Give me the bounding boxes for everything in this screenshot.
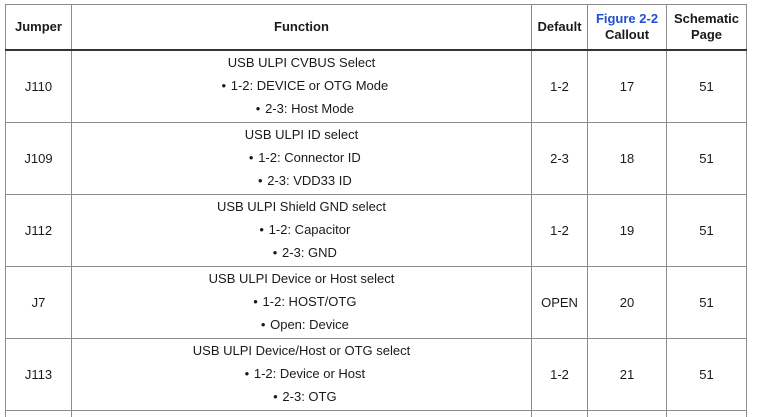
function-cell: USB ULPI Device/Host or OTG select •1-2:… — [72, 339, 532, 411]
option-text: 2-3: VDD33 ID — [267, 173, 352, 188]
jumper-cell: J110 — [6, 50, 72, 123]
header-schematic-line1: Schematic — [674, 11, 739, 26]
option-text: Open: Device — [270, 317, 349, 332]
page-cell: 51 — [667, 195, 747, 267]
callout-cell: 17 — [588, 50, 667, 123]
callout-cell: 18 — [588, 123, 667, 195]
empty-cell — [532, 411, 588, 417]
default-cell: 1-2 — [532, 50, 588, 123]
header-callout-label: Callout — [605, 27, 649, 42]
option-list: •1-2: Connector ID •2-3: VDD33 ID — [72, 149, 531, 194]
function-cell: USB ULPI ID select •1-2: Connector ID •2… — [72, 123, 532, 195]
header-callout: Figure 2-2 Callout — [588, 5, 667, 51]
table-row: J112 USB ULPI Shield GND select •1-2: Ca… — [6, 195, 747, 267]
header-row: Jumper Function Default Figure 2-2 Callo… — [6, 5, 747, 51]
list-item: •2-3: Host Mode — [72, 100, 531, 123]
jumper-cell: J109 — [6, 123, 72, 195]
table-row: J7 USB ULPI Device or Host select •1-2: … — [6, 267, 747, 339]
header-schematic: Schematic Page — [667, 5, 747, 51]
default-cell: 1-2 — [532, 339, 588, 411]
table-row-partial — [6, 411, 747, 417]
page-cell: 51 — [667, 123, 747, 195]
list-item: •1-2: HOST/OTG — [72, 293, 531, 316]
header-jumper: Jumper — [6, 5, 72, 51]
empty-cell — [667, 411, 747, 417]
table-row: J113 USB ULPI Device/Host or OTG select … — [6, 339, 747, 411]
empty-cell — [6, 411, 72, 417]
option-text: 2-3: Host Mode — [265, 101, 354, 116]
callout-cell: 20 — [588, 267, 667, 339]
jumper-cell: J112 — [6, 195, 72, 267]
jumper-cell: J7 — [6, 267, 72, 339]
option-text: 1-2: Connector ID — [258, 150, 361, 165]
page-cell: 51 — [667, 50, 747, 123]
function-title: USB ULPI Shield GND select — [72, 199, 531, 221]
default-cell: 2-3 — [532, 123, 588, 195]
function-cell: USB ULPI Shield GND select •1-2: Capacit… — [72, 195, 532, 267]
option-text: 2-3: OTG — [282, 389, 336, 404]
option-text: 1-2: Device or Host — [254, 366, 365, 381]
list-item: •2-3: OTG — [72, 388, 531, 411]
option-list: •1-2: Capacitor •2-3: GND — [72, 221, 531, 266]
empty-cell — [588, 411, 667, 417]
list-item: •1-2: DEVICE or OTG Mode — [72, 77, 531, 100]
jumper-table: Jumper Function Default Figure 2-2 Callo… — [5, 4, 747, 417]
empty-cell — [72, 411, 532, 417]
page-cell: 51 — [667, 339, 747, 411]
figure-link[interactable]: Figure 2-2 — [596, 11, 658, 26]
table-row: J109 USB ULPI ID select •1-2: Connector … — [6, 123, 747, 195]
list-item: •1-2: Capacitor — [72, 221, 531, 244]
table-row: J110 USB ULPI CVBUS Select •1-2: DEVICE … — [6, 50, 747, 123]
function-title: USB ULPI Device or Host select — [72, 271, 531, 293]
header-schematic-line2: Page — [691, 27, 722, 42]
header-function: Function — [72, 5, 532, 51]
function-cell: USB ULPI CVBUS Select •1-2: DEVICE or OT… — [72, 50, 532, 123]
option-text: 2-3: GND — [282, 245, 337, 260]
callout-cell: 21 — [588, 339, 667, 411]
option-list: •1-2: DEVICE or OTG Mode •2-3: Host Mode — [72, 77, 531, 122]
list-item: •1-2: Connector ID — [72, 149, 531, 172]
list-item: •2-3: VDD33 ID — [72, 172, 531, 195]
page-cell: 51 — [667, 267, 747, 339]
option-text: 1-2: Capacitor — [269, 222, 351, 237]
option-list: •1-2: HOST/OTG •Open: Device — [72, 293, 531, 338]
function-cell: USB ULPI Device or Host select •1-2: HOS… — [72, 267, 532, 339]
header-default: Default — [532, 5, 588, 51]
list-item: •1-2: Device or Host — [72, 365, 531, 388]
default-cell: 1-2 — [532, 195, 588, 267]
function-title: USB ULPI ID select — [72, 127, 531, 149]
function-title: USB ULPI CVBUS Select — [72, 55, 531, 77]
jumper-cell: J113 — [6, 339, 72, 411]
function-title: USB ULPI Device/Host or OTG select — [72, 343, 531, 365]
list-item: •2-3: GND — [72, 244, 531, 267]
option-text: 1-2: HOST/OTG — [263, 294, 357, 309]
list-item: •Open: Device — [72, 316, 531, 339]
option-list: •1-2: Device or Host •2-3: OTG — [72, 365, 531, 410]
default-cell: OPEN — [532, 267, 588, 339]
callout-cell: 19 — [588, 195, 667, 267]
option-text: 1-2: DEVICE or OTG Mode — [231, 78, 389, 93]
